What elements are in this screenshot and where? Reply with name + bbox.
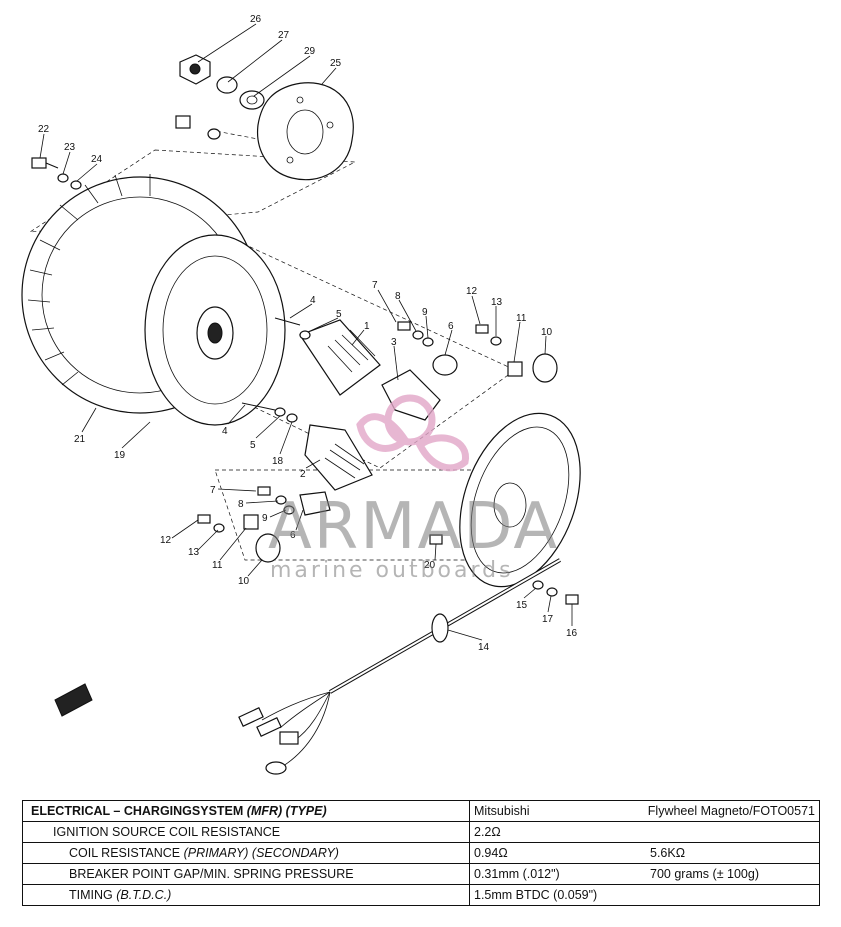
callout-12-upper: 12 (466, 286, 478, 297)
callout-26: 26 (250, 14, 262, 25)
callout-27: 27 (278, 30, 290, 41)
contact-breaker-upper (381, 321, 558, 421)
callout-11-upper: 11 (516, 313, 527, 324)
callout-9-upper: 9 (422, 307, 428, 318)
spec-row-timing: TIMING (B.T.D.C.) 1.5mm BTDC (0.059") (22, 884, 820, 906)
callout-10-upper: 10 (541, 327, 553, 338)
callout-5-lower: 5 (250, 440, 256, 451)
contact-breaker-lower (197, 486, 331, 563)
callout-4-upper: 4 (310, 295, 316, 306)
nut-and-washers (179, 54, 265, 110)
callout-6-upper: 6 (448, 321, 454, 332)
flywheel-rotor (21, 174, 286, 426)
spec-row-breaker-gap: BREAKER POINT GAP/MIN. SPRING PRESSURE 0… (22, 863, 820, 885)
spec-row-label: COIL RESISTANCE (PRIMARY) (SECONDARY) (22, 842, 470, 864)
callout-14: 14 (478, 642, 490, 653)
callout-4-lower: 4 (222, 426, 228, 437)
callout-13-lower: 13 (188, 547, 200, 558)
callout-19: 19 (114, 450, 126, 461)
callout-11-lower: 11 (212, 560, 223, 571)
callout-16: 16 (566, 628, 578, 639)
callout-1: 1 (364, 321, 370, 332)
bolt-22-set (31, 115, 221, 190)
spec-row-coil-resistance: COIL RESISTANCE (PRIMARY) (SECONDARY) 0.… (22, 842, 820, 864)
callout-13-upper: 13 (491, 297, 503, 308)
spec-header-row: ELECTRICAL – CHARGINGSYSTEM (MFR) (TYPE)… (22, 800, 820, 822)
callout-25: 25 (330, 58, 342, 69)
callout-10-lower: 10 (238, 576, 250, 587)
spec-row-value: 1.5mm BTDC (0.059") (469, 884, 820, 906)
callout-7-lower: 7 (210, 485, 216, 496)
callout-23: 23 (64, 142, 76, 153)
callout-3: 3 (391, 337, 397, 348)
callout-8-upper: 8 (395, 291, 401, 302)
spec-header-value: Mitsubishi Flywheel Magneto/FOTO0571 (469, 800, 820, 822)
callout-8-lower: 8 (238, 499, 244, 510)
callout-labels: 26 27 29 25 22 23 24 4 5 1 7 8 9 6 3 12 … (38, 14, 578, 653)
spec-row-value: 2.2Ω (469, 821, 820, 843)
cam-plate (256, 82, 354, 181)
wire-harness (238, 558, 561, 775)
charging-coil-2 (241, 402, 373, 491)
spec-row-label: BREAKER POINT GAP/MIN. SPRING PRESSURE (22, 863, 470, 885)
callout-21: 21 (74, 434, 86, 445)
watermark-tagline: marine outboards (270, 558, 514, 583)
specification-table: ELECTRICAL – CHARGINGSYSTEM (MFR) (TYPE)… (22, 800, 820, 906)
callout-24: 24 (91, 154, 103, 165)
spec-header-label: ELECTRICAL – CHARGINGSYSTEM (MFR) (TYPE) (22, 800, 470, 822)
leader-lines (39, 23, 573, 641)
callout-18: 18 (272, 456, 284, 467)
spec-row-label: TIMING (B.T.D.C.) (22, 884, 470, 906)
callout-17: 17 (542, 614, 554, 625)
callout-6-lower: 6 (290, 530, 296, 541)
spec-row-label: IGNITION SOURCE COIL RESISTANCE (22, 821, 470, 843)
spec-row-ignition-source: IGNITION SOURCE COIL RESISTANCE 2.2Ω (22, 821, 820, 843)
callout-7-upper: 7 (372, 280, 378, 291)
spec-row-value: 0.31mm (.012")700 grams (± 100g) (469, 863, 820, 885)
callout-29: 29 (304, 46, 316, 57)
forward-arrow-icon (54, 683, 93, 717)
armada-logo-mark (356, 394, 469, 472)
exploded-parts-diagram: 26 27 29 25 22 23 24 4 5 1 7 8 9 6 3 12 … (21, 14, 581, 775)
callout-20: 20 (424, 560, 436, 571)
callout-12-lower: 12 (160, 535, 172, 546)
callout-22: 22 (38, 124, 50, 135)
callout-15: 15 (516, 600, 528, 611)
stator-base-plate (429, 412, 581, 605)
callout-5-upper: 5 (336, 309, 342, 320)
watermark-brand: ARMADA (268, 490, 560, 564)
callout-9-lower: 9 (262, 513, 268, 524)
callout-2: 2 (300, 469, 306, 480)
charging-coil-1 (274, 317, 381, 396)
